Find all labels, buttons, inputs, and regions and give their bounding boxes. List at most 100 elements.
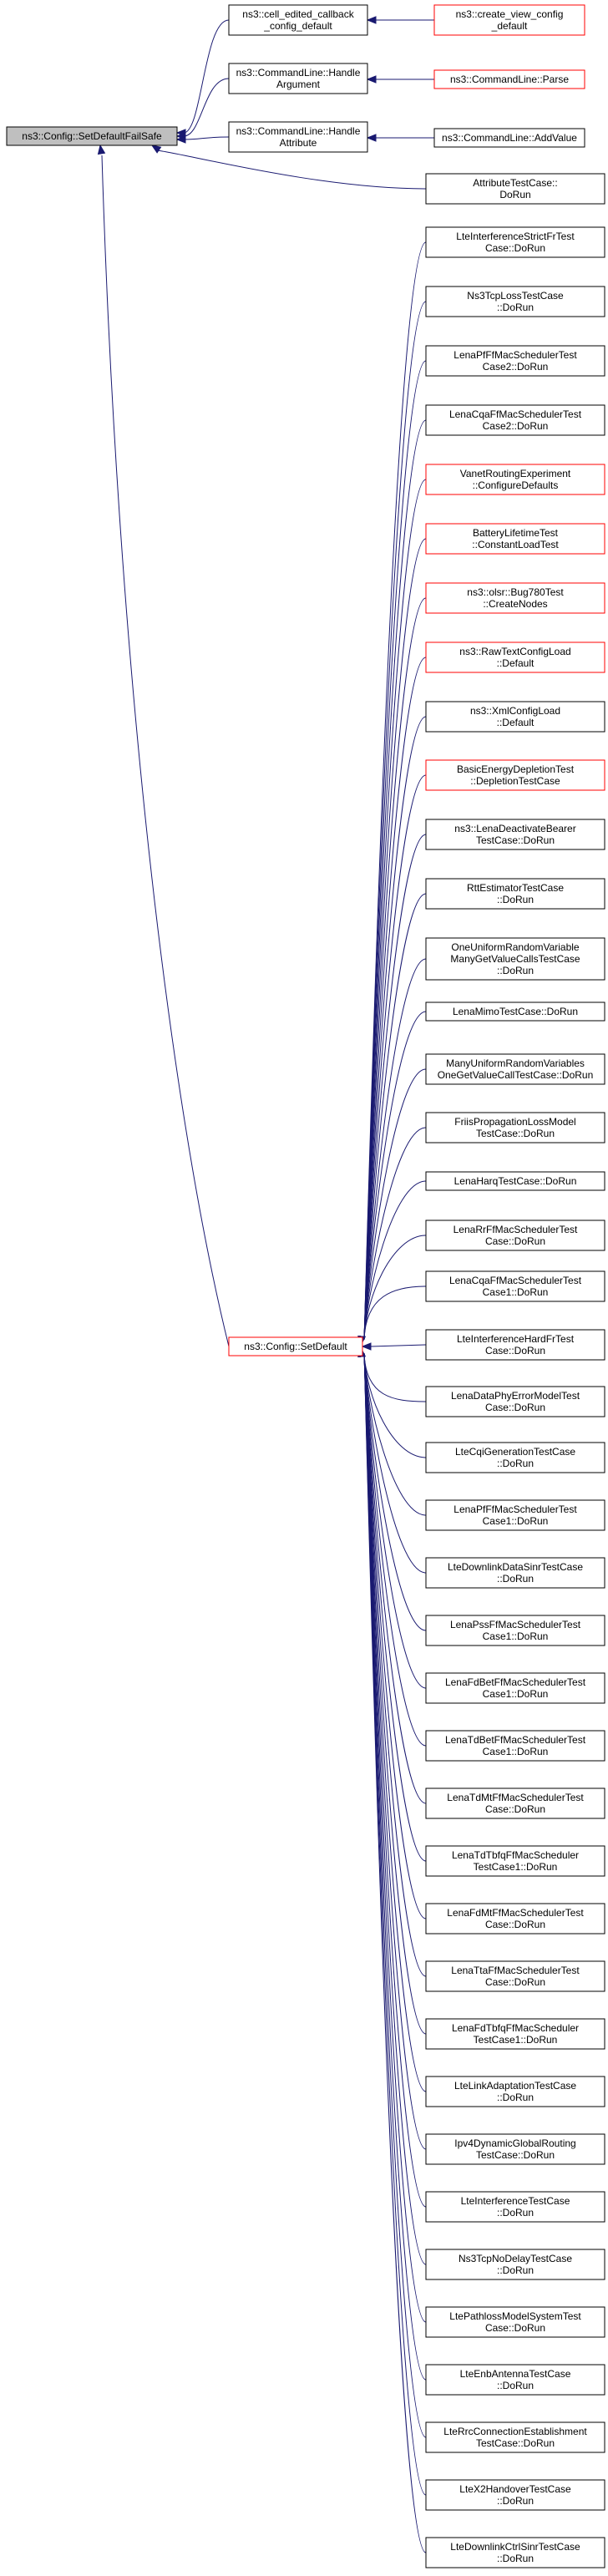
node-c24[interactable]: LteDownlinkDataSinrTestCase::DoRun bbox=[425, 1557, 605, 1589]
node-label-line: ::CreateNodes bbox=[483, 598, 547, 610]
node-label-line: ::DepletionTestCase bbox=[470, 775, 560, 787]
node-box bbox=[425, 1270, 605, 1302]
node-label-line: ns3::create_view_config bbox=[456, 8, 564, 20]
edge-arrowhead bbox=[366, 75, 377, 84]
node-n_parse[interactable]: ns3::CommandLine::Parse bbox=[433, 69, 585, 89]
node-label-line: LenaHarqTestCase::DoRun bbox=[454, 1175, 577, 1187]
node-c38[interactable]: LteEnbAntennaTestCase::DoRun bbox=[425, 2364, 605, 2396]
node-c35[interactable]: LteInterferenceTestCase::DoRun bbox=[425, 2191, 605, 2223]
node-box bbox=[425, 937, 605, 981]
node-root[interactable]: ns3::Config::SetDefaultFailSafe bbox=[6, 126, 178, 146]
node-c02[interactable]: Ns3TcpLossTestCase::DoRun bbox=[425, 286, 605, 317]
node-c33[interactable]: LteLinkAdaptationTestCase::DoRun bbox=[425, 2076, 605, 2107]
node-box bbox=[425, 2249, 605, 2280]
node-c22[interactable]: LteCqiGenerationTestCase::DoRun bbox=[425, 1442, 605, 1473]
node-c13[interactable]: OneUniformRandomVariableManyGetValueCall… bbox=[425, 937, 605, 981]
node-box bbox=[425, 1001, 605, 1022]
node-label-line: Case2::DoRun bbox=[483, 420, 549, 432]
node-c40[interactable]: LteX2HandoverTestCase::DoRun bbox=[425, 2479, 605, 2511]
node-c15[interactable]: ManyUniformRandomVariablesOneGetValueCal… bbox=[425, 1053, 605, 1085]
node-label-line: TestCase::DoRun bbox=[476, 834, 555, 846]
node-box bbox=[425, 1442, 605, 1473]
node-label-line: LenaCqaFfMacSchedulerTest bbox=[449, 1275, 582, 1286]
node-label-line: ::DoRun bbox=[497, 2553, 534, 2564]
node-c10[interactable]: BasicEnergyDepletionTest::DepletionTestC… bbox=[425, 759, 605, 791]
node-label-line: ns3::CommandLine::Handle bbox=[236, 67, 361, 79]
node-n_cec[interactable]: ns3::cell_edited_callback_config_default bbox=[228, 4, 368, 36]
node-label-line: LteDownlinkCtrlSinrTestCase bbox=[450, 2541, 580, 2553]
node-box bbox=[425, 1329, 605, 1361]
node-box bbox=[425, 345, 605, 377]
node-c00[interactable]: AttributeTestCase::DoRun bbox=[425, 173, 605, 205]
node-c17[interactable]: LenaHarqTestCase::DoRun bbox=[425, 1171, 605, 1191]
node-n_addv[interactable]: ns3::CommandLine::AddValue bbox=[433, 128, 585, 148]
node-label-line: ::DoRun bbox=[497, 302, 534, 313]
node-c08[interactable]: ns3::RawTextConfigLoad::Default bbox=[425, 641, 605, 673]
node-label-line: LteInterferenceHardFrTest bbox=[457, 1333, 575, 1345]
node-box bbox=[425, 582, 605, 614]
node-label-line: ns3::XmlConfigLoad bbox=[470, 705, 560, 717]
node-label-line: LenaPfFfMacSchedulerTest bbox=[453, 1504, 577, 1515]
node-label-line: LenaTdMtFfMacSchedulerTest bbox=[447, 1792, 584, 1803]
node-box bbox=[433, 4, 585, 36]
node-label-line: ns3::Config::SetDefault bbox=[244, 1341, 347, 1352]
node-label-line: Ipv4DynamicGlobalRouting bbox=[454, 2137, 575, 2149]
node-label-line: LenaRrFfMacSchedulerTest bbox=[453, 1224, 578, 1235]
node-c14[interactable]: LenaMimoTestCase::DoRun bbox=[425, 1001, 605, 1022]
node-hub[interactable]: ns3::Config::SetDefault bbox=[228, 1336, 363, 1356]
node-label-line: Case1::DoRun bbox=[483, 1515, 549, 1527]
node-label-line: Case::DoRun bbox=[485, 1402, 545, 1413]
edge-c21-to-hub bbox=[363, 1352, 427, 1402]
node-label-line: LtePathlossModelSystemTest bbox=[449, 2310, 581, 2322]
node-box bbox=[425, 641, 605, 673]
node-c41[interactable]: LteDownlinkCtrlSinrTestCase::DoRun bbox=[425, 2537, 605, 2568]
node-label-line: LenaFdTbfqFfMacScheduler bbox=[452, 2022, 579, 2034]
node-label-line: ns3::RawTextConfigLoad bbox=[459, 646, 570, 657]
node-box bbox=[228, 63, 368, 94]
node-box bbox=[425, 1053, 605, 1085]
node-c09[interactable]: ns3::XmlConfigLoad::Default bbox=[425, 701, 605, 733]
node-box bbox=[425, 226, 605, 258]
node-c05[interactable]: VanetRoutingExperiment::ConfigureDefault… bbox=[425, 464, 605, 495]
node-box bbox=[228, 4, 368, 36]
node-n_cvcd[interactable]: ns3::create_view_config_default bbox=[433, 4, 585, 36]
node-label-line: TestCase::DoRun bbox=[476, 2149, 555, 2161]
node-c07[interactable]: ns3::olsr::Bug780Test::CreateNodes bbox=[425, 582, 605, 614]
node-label-line: ::DoRun bbox=[497, 2207, 534, 2219]
edge-arrowhead bbox=[361, 1342, 372, 1351]
node-label-line: ::ConfigureDefaults bbox=[473, 479, 559, 491]
node-c36[interactable]: Ns3TcpNoDelayTestCase::DoRun bbox=[425, 2249, 605, 2280]
edges-layer bbox=[97, 16, 434, 2553]
node-box bbox=[425, 2191, 605, 2223]
node-label-line: ::DoRun bbox=[497, 894, 534, 905]
node-c06[interactable]: BatteryLifetimeTest::ConstantLoadTest bbox=[425, 523, 605, 555]
node-label-line: LenaFdBetFfMacSchedulerTest bbox=[445, 1676, 586, 1688]
node-box bbox=[425, 2537, 605, 2568]
node-c39[interactable]: LteRrcConnectionEstablishmentTestCase::D… bbox=[425, 2421, 605, 2453]
node-label-line: FriisPropagationLossModel bbox=[454, 1116, 575, 1128]
node-box bbox=[433, 128, 585, 148]
node-c12[interactable]: RttEstimatorTestCase::DoRun bbox=[425, 878, 605, 910]
